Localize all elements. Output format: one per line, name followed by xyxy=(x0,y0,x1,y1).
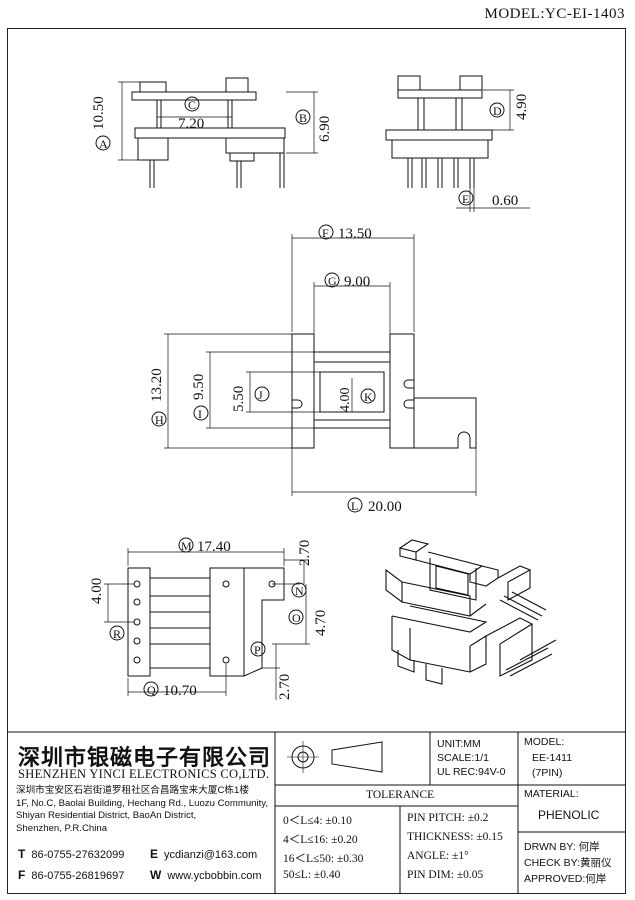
dim-n-top-value: 2.70 xyxy=(297,540,313,566)
dim-l-value: 20.00 xyxy=(368,499,402,515)
label-f-text: F xyxy=(322,226,329,240)
isometric-view xyxy=(385,539,557,685)
company-name-cn: 深圳市银磁电子有限公司 xyxy=(18,745,272,771)
label-c xyxy=(184,96,200,112)
tolerance-row: 16＜L≤50: ±0.30 xyxy=(283,853,364,865)
dim-g-value: 9.00 xyxy=(344,274,370,290)
dim-o-value: 4.70 xyxy=(313,610,329,636)
label-m xyxy=(178,537,194,553)
model-value: EE-1411 xyxy=(532,752,573,764)
label-d-text: D xyxy=(493,104,502,118)
label-b-text: B xyxy=(299,111,307,125)
label-p-text: P xyxy=(254,643,261,657)
tolerance-angle: ANGLE: ±1° xyxy=(407,850,469,862)
scale-text: SCALE:1/1 xyxy=(437,752,489,764)
label-q-text: Q xyxy=(147,683,156,697)
bottom-view xyxy=(104,548,310,700)
approved-by: APPROVED:何岸 xyxy=(524,873,607,885)
label-k xyxy=(360,388,376,404)
material-label: MATERIAL: xyxy=(524,788,579,800)
unit-text: UNIT:MM xyxy=(437,738,481,750)
label-b xyxy=(295,109,311,125)
label-k-text: K xyxy=(364,390,373,404)
dim-f-value: 13.50 xyxy=(338,226,372,242)
tolerance-pin-dim: PIN DIM: ±0.05 xyxy=(407,869,484,881)
dim-d-value: 4.90 xyxy=(514,94,530,120)
title-block-grid xyxy=(7,731,626,894)
dim-h-value: 13.20 xyxy=(149,368,165,402)
dim-i-value: 9.50 xyxy=(191,374,207,400)
dim-p-value: 2.70 xyxy=(277,674,293,700)
tolerance-row: 0＜L≤4: ±0.10 xyxy=(283,815,352,827)
projection-symbol-icon xyxy=(287,741,383,773)
label-e xyxy=(458,190,474,206)
tolerance-pin-pitch: PIN PITCH: ±0.2 xyxy=(407,812,489,824)
tolerance-row: 4＜L≤16: ±0.20 xyxy=(283,834,358,846)
tolerance-row: 50≤L: ±0.40 xyxy=(283,869,341,881)
dim-r-value: 4.00 xyxy=(89,578,105,604)
label-o-text: O xyxy=(292,611,301,625)
label-d xyxy=(489,102,505,118)
label-r-text: R xyxy=(113,627,121,641)
label-g xyxy=(324,272,340,288)
tolerance-thickness: THICKNESS: ±0.15 xyxy=(407,831,503,843)
dim-b-value: 6.90 xyxy=(317,116,333,142)
label-o xyxy=(288,609,304,625)
company-address: 深圳市宝安区石岩街道罗租社区合昌路宝来大厦C栋1楼 1F, No.C, Baol… xyxy=(16,785,271,835)
front-view xyxy=(118,77,318,188)
label-a-text: A xyxy=(99,137,108,151)
dim-e-value: 0.60 xyxy=(492,193,518,209)
address-line: Shenzhen, P.R.China xyxy=(16,822,108,834)
dim-m-value: 17.40 xyxy=(197,539,231,555)
label-g-text: G xyxy=(328,274,337,288)
label-r xyxy=(109,625,125,641)
label-l xyxy=(347,497,363,513)
label-l-text: L xyxy=(351,499,358,513)
checked-by: CHECK BY:黄丽仪 xyxy=(524,857,612,869)
label-a xyxy=(95,135,111,151)
material-value: PHENOLIC xyxy=(538,808,600,822)
label-h xyxy=(151,411,167,427)
label-n-text: N xyxy=(295,584,304,598)
model-title: MODEL:YC-EI-1403 xyxy=(484,6,625,22)
address-line: Shiyan Residential District, BaoAn Distr… xyxy=(16,810,197,821)
pin-count: (7PIN) xyxy=(532,767,563,779)
drawing-frame xyxy=(7,28,626,894)
address-line: 1F, No.C, Baolai Building, Hechang Rd., … xyxy=(16,797,269,809)
dim-q-value: 10.70 xyxy=(163,683,197,699)
drawn-by: DRWN BY: 何岸 xyxy=(524,841,600,853)
address-line: 深圳市宝安区石岩街道罗租社区合昌路宝来大厦C栋1楼 xyxy=(16,785,249,796)
dim-k-value: 4.00 xyxy=(338,388,353,413)
label-j xyxy=(254,386,270,402)
company-name-en: SHENZHEN YINCI ELECTRONICS CO,LTD. xyxy=(18,767,270,781)
label-p xyxy=(250,641,266,657)
top-view xyxy=(164,234,477,496)
label-j-text: J xyxy=(258,388,263,402)
side-view xyxy=(385,75,530,212)
label-c-text: C xyxy=(188,98,196,112)
label-e-text: E xyxy=(462,192,469,206)
dim-a-value: 10.50 xyxy=(91,96,107,130)
label-h-text: H xyxy=(155,413,164,427)
model-label: MODEL: xyxy=(524,736,565,748)
label-f xyxy=(318,224,334,240)
label-q xyxy=(143,681,159,697)
tolerance-title: TOLERANCE xyxy=(366,789,435,801)
dim-c-value: 7.20 xyxy=(178,116,204,132)
label-m-text: M xyxy=(181,539,192,553)
label-n xyxy=(291,582,307,598)
label-i xyxy=(193,405,209,421)
dim-j-value: 5.50 xyxy=(231,386,247,412)
ul-rec-text: UL REC:94V-0 xyxy=(437,766,506,778)
label-i-text: I xyxy=(198,407,202,421)
